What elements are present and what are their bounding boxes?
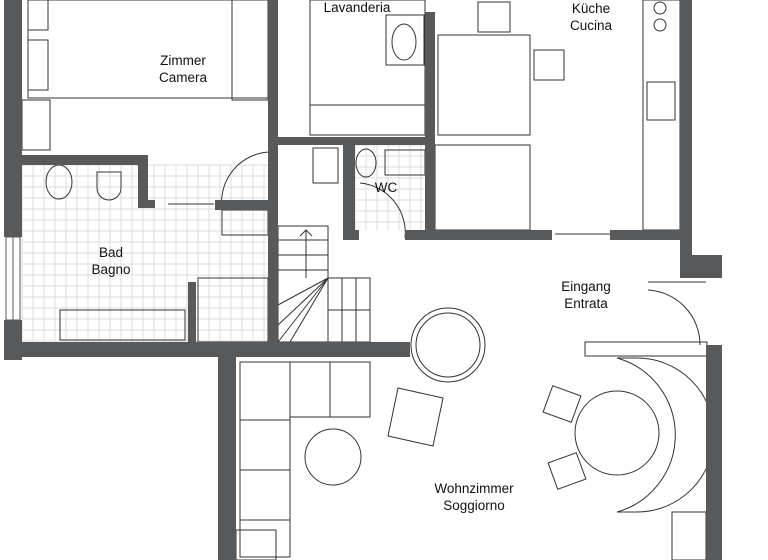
coffee-table xyxy=(304,428,362,486)
room-label-lavanderia: Lavanderia xyxy=(323,0,391,15)
toilet xyxy=(355,148,377,178)
chair xyxy=(542,385,582,423)
pillow xyxy=(27,39,49,91)
sideboard xyxy=(584,341,708,357)
wardrobe xyxy=(231,0,269,101)
kitchen-sink xyxy=(646,81,676,121)
door-swing xyxy=(221,151,271,209)
armchair xyxy=(387,387,444,447)
toilet xyxy=(45,164,73,200)
shelf xyxy=(309,104,426,136)
cabinet xyxy=(21,99,51,151)
cabinet xyxy=(312,147,339,184)
dining-table-round xyxy=(574,390,660,476)
sink xyxy=(391,23,417,61)
walls xyxy=(4,0,722,560)
cabinet xyxy=(434,144,531,231)
kitchen-counter xyxy=(642,0,681,231)
nightstand xyxy=(27,0,49,31)
chair xyxy=(533,49,565,81)
stairs xyxy=(277,225,371,343)
wc-sink xyxy=(384,149,426,176)
chair xyxy=(477,1,511,33)
bathroom-tiles xyxy=(21,144,425,342)
bidet xyxy=(96,171,122,201)
dining-table xyxy=(437,34,531,136)
chair xyxy=(547,452,587,490)
entrance-door-swing xyxy=(647,289,701,346)
bath-vanity xyxy=(59,309,186,341)
stove-burner xyxy=(653,18,667,32)
washer xyxy=(385,14,425,66)
room-label-wc: WC xyxy=(374,180,398,195)
door-swing xyxy=(359,182,406,239)
round-table xyxy=(410,307,486,383)
cabinet xyxy=(671,511,707,560)
bench xyxy=(616,357,715,513)
stove-burner xyxy=(653,1,667,15)
